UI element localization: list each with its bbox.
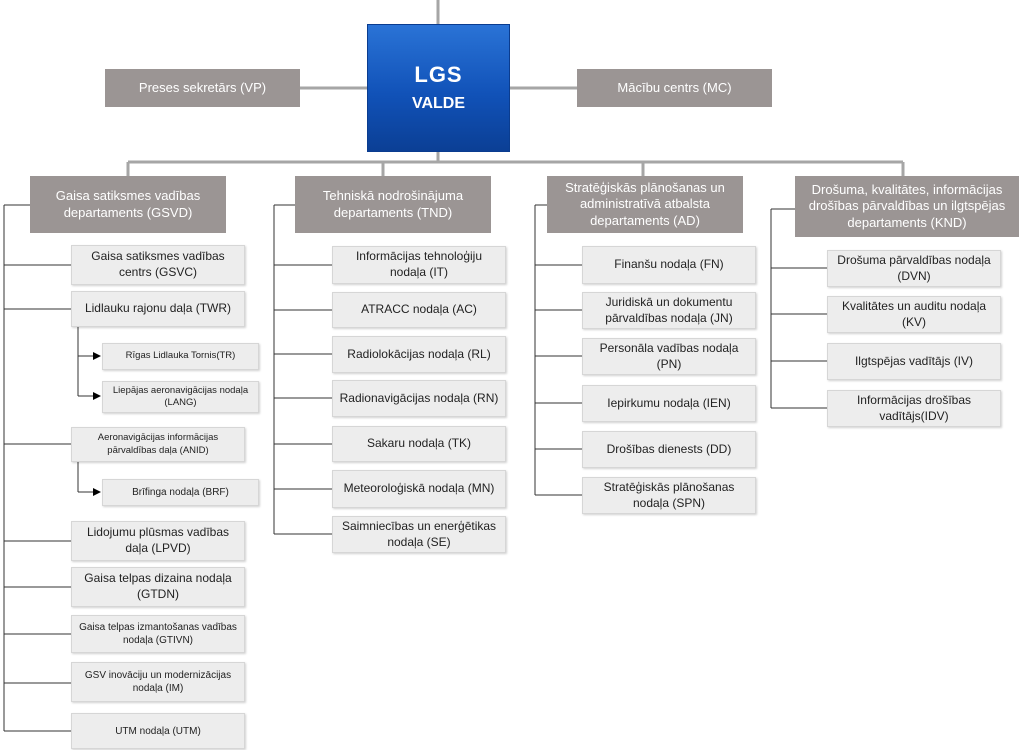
unit-it-label: Informācijas tehnoloģiju nodaļa (IT) xyxy=(355,249,483,279)
unit-idv-label: Informācijas drošības vadītājs(IDV) xyxy=(856,392,972,423)
unit-spn: Stratēģiskās plānošanas nodaļa (SPN) xyxy=(582,477,756,514)
unit-jn-label: Juridiskā un dokumentu pārvaldības nodaļ… xyxy=(605,294,733,325)
training-center-label: Mācību centrs (MC) xyxy=(617,79,732,95)
unit-dd-label: Drošības dienests (DD) xyxy=(606,441,732,456)
unit-mn: Meteoroloģiskā nodaļa (MN) xyxy=(332,470,506,508)
unit-tk-label: Sakaru nodaļa (TK) xyxy=(366,436,472,451)
unit-iv: Ilgtspējas vadītājs (IV) xyxy=(827,343,1001,380)
unit-brf: Brīfinga nodaļa (BRF) xyxy=(102,479,259,506)
unit-ac-label: ATRACC nodaļa (AC) xyxy=(361,302,477,317)
unit-im-label: GSV inovāciju un modernizācijas nodaļa (… xyxy=(84,670,232,694)
dept-tnd: Tehniskā nodrošinājuma departaments (TND… xyxy=(295,176,491,233)
dept-ad-label: Stratēģiskās plānošanas un administratīv… xyxy=(565,179,725,228)
dept-knd-label: Drošuma, kvalitātes, informācijas drošīb… xyxy=(808,181,1006,230)
unit-rl-label: Radiolokācijas nodaļa (RL) xyxy=(347,346,491,361)
unit-lpvd: Lidojumu plūsmas vadības daļa (LPVD) xyxy=(71,521,245,561)
unit-im: GSV inovāciju un modernizācijas nodaļa (… xyxy=(71,662,245,702)
unit-anid: Aeronavigācijas informācijas pārvaldības… xyxy=(71,427,245,462)
unit-brf-label: Brīfinga nodaļa (BRF) xyxy=(132,487,229,498)
unit-twr: Lidlauku rajonu daļa (TWR) xyxy=(71,291,245,327)
unit-spn-label: Stratēģiskās plānošanas nodaļa (SPN) xyxy=(603,479,735,510)
unit-utm-label: UTM nodaļa (UTM) xyxy=(115,725,201,737)
unit-gsvc: Gaisa satiksmes vadības centrs (GSVC) xyxy=(71,245,245,285)
unit-se-label: Saimniecības un enerģētikas nodaļa (SE) xyxy=(341,518,497,549)
unit-se: Saimniecības un enerģētikas nodaļa (SE) xyxy=(332,516,506,553)
unit-twr-label: Lidlauku rajonu daļa (TWR) xyxy=(84,301,232,316)
unit-gsvc-label: Gaisa satiksmes vadības centrs (GSVC) xyxy=(91,249,225,279)
unit-gtdn-label: Gaisa telpas dizaina nodaļa (GTDN) xyxy=(84,571,232,601)
unit-ien: Iepirkumu nodaļa (IEN) xyxy=(582,385,756,422)
unit-utm: UTM nodaļa (UTM) xyxy=(71,713,245,749)
unit-kv-label: Kvalitātes un auditu nodaļa (KV) xyxy=(841,298,987,329)
unit-lang-label: Liepājas aeronavigācijas nodaļa (LANG) xyxy=(112,384,249,408)
unit-fn: Finanšu nodaļa (FN) xyxy=(582,246,756,284)
unit-tr-label: Rīgas Lidlauka Tornis(TR) xyxy=(125,350,236,362)
lgs-board-subtitle: VALDE xyxy=(411,94,466,112)
unit-pn: Personāla vadības nodaļa (PN) xyxy=(582,338,756,375)
unit-gtivn-label: Gaisa telpas izmantošanas vadības nodaļa… xyxy=(79,622,237,646)
unit-tr: Rīgas Lidlauka Tornis(TR) xyxy=(102,343,259,370)
unit-jn: Juridiskā un dokumentu pārvaldības nodaļ… xyxy=(582,292,756,329)
dept-ad: Stratēģiskās plānošanas un administratīv… xyxy=(547,176,743,233)
unit-kv: Kvalitātes un auditu nodaļa (KV) xyxy=(827,296,1001,333)
unit-fn-label: Finanšu nodaļa (FN) xyxy=(614,257,724,272)
dept-gsvd-label: Gaisa satiksmes vadības departaments (GS… xyxy=(55,187,201,220)
unit-iv-label: Ilgtspējas vadītājs (IV) xyxy=(854,353,974,368)
press-secretary-label: Preses sekretārs (VP) xyxy=(138,79,267,95)
lgs-board-box: LGS VALDE xyxy=(367,24,510,152)
unit-lang: Liepājas aeronavigācijas nodaļa (LANG) xyxy=(102,381,259,413)
unit-rn: Radionavigācijas nodaļa (RN) xyxy=(332,380,506,417)
press-secretary-box: Preses sekretārs (VP) xyxy=(105,69,300,107)
unit-rl: Radiolokācijas nodaļa (RL) xyxy=(332,336,506,373)
unit-dvn: Drošuma pārvaldības nodaļa (DVN) xyxy=(827,250,1001,287)
unit-lpvd-label: Lidojumu plūsmas vadības daļa (LPVD) xyxy=(86,525,230,555)
unit-rn-label: Radionavigācijas nodaļa (RN) xyxy=(339,390,499,405)
unit-gtivn: Gaisa telpas izmantošanas vadības nodaļa… xyxy=(71,615,245,653)
dept-tnd-label: Tehniskā nodrošinājuma departaments (TND… xyxy=(322,187,464,220)
unit-dd: Drošības dienests (DD) xyxy=(582,431,756,468)
unit-ac: ATRACC nodaļa (AC) xyxy=(332,292,506,328)
unit-anid-label: Aeronavigācijas informācijas pārvaldības… xyxy=(97,432,219,456)
unit-ien-label: Iepirkumu nodaļa (IEN) xyxy=(607,395,731,410)
unit-idv: Informācijas drošības vadītājs(IDV) xyxy=(827,390,1001,427)
unit-dvn-label: Drošuma pārvaldības nodaļa (DVN) xyxy=(837,252,991,283)
unit-mn-label: Meteoroloģiskā nodaļa (MN) xyxy=(343,481,495,496)
lgs-board-title: LGS xyxy=(414,62,463,88)
unit-tk: Sakaru nodaļa (TK) xyxy=(332,426,506,462)
dept-gsvd: Gaisa satiksmes vadības departaments (GS… xyxy=(30,176,226,233)
unit-gtdn: Gaisa telpas dizaina nodaļa (GTDN) xyxy=(71,567,245,607)
training-center-box: Mācību centrs (MC) xyxy=(577,69,772,107)
unit-it: Informācijas tehnoloģiju nodaļa (IT) xyxy=(332,246,506,284)
dept-knd: Drošuma, kvalitātes, informācijas drošīb… xyxy=(795,176,1019,237)
unit-pn-label: Personāla vadības nodaļa (PN) xyxy=(599,340,739,371)
